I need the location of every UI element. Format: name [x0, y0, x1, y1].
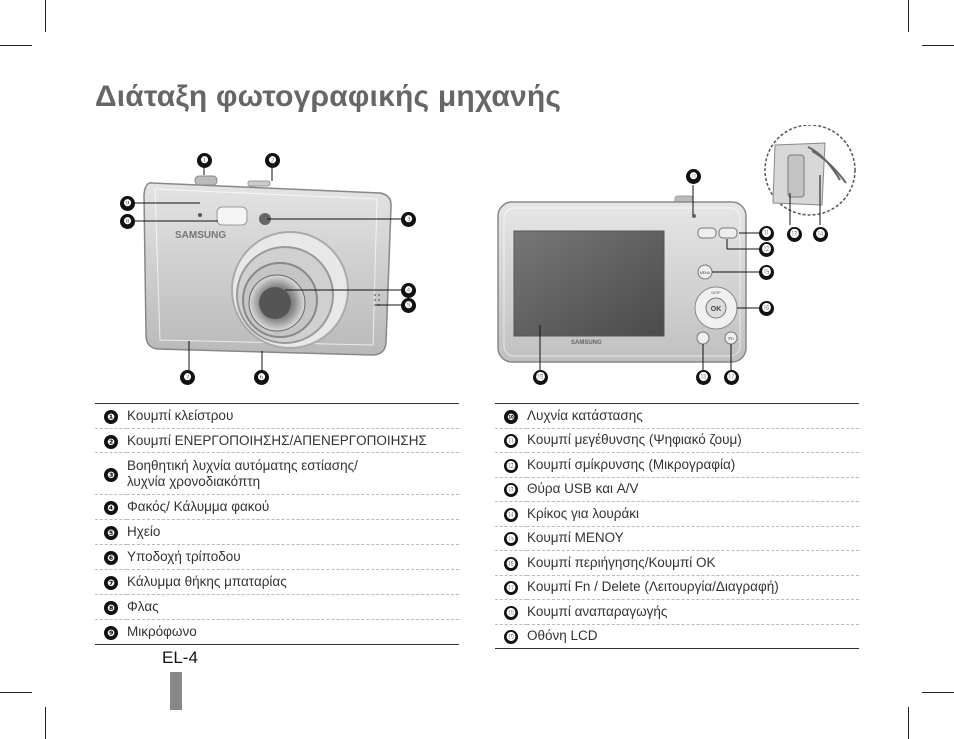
legend-text: Κουμπί κλείστρου	[127, 404, 459, 429]
legend-number: ⓭	[504, 483, 518, 497]
marker-13: ⓭	[787, 227, 802, 242]
legend-row: ⓯ Κουμπί ΜΕΝΟΥ	[495, 526, 859, 551]
legend-number: ⓬	[504, 459, 518, 473]
legend-text: Κουμπί Fn / Delete (Λειτουργία/Διαγραφή)	[527, 575, 859, 600]
marker-9: ❾	[120, 196, 135, 211]
section-tab-bar	[170, 672, 182, 710]
marker-14: ⓮	[813, 227, 828, 242]
legend-number: ⓰	[504, 557, 518, 571]
legend-number: ❺	[104, 526, 118, 540]
marker-5: ❺	[401, 298, 416, 313]
marker-10: ❿	[686, 169, 701, 184]
legend-text: Θύρα USB και A/V	[527, 477, 859, 502]
legend-text: Κουμπί ΜΕΝΟΥ	[527, 526, 859, 551]
page-title: Διάταξη φωτογραφικής μηχανής	[95, 80, 561, 114]
legend-row: ⓳ Οθόνη LCD	[495, 624, 859, 649]
crop-mark	[45, 0, 46, 32]
ok-button-label: OK	[711, 306, 722, 313]
disp-label: DISP	[711, 290, 721, 295]
marker-15: ⓯	[759, 265, 774, 280]
legend-text: Κουμπί ΕΝΕΡΓΟΠΟΙΗΣΗΣ/ΑΠΕΝΕΡΓΟΠΟΙΗΣΗΣ	[127, 429, 459, 453]
crop-mark	[908, 707, 909, 739]
crop-mark	[908, 0, 909, 32]
marker-6: ❻	[254, 370, 269, 385]
camera-back-illustration: SAMSUNG MENU OK DISP Fn	[490, 125, 860, 395]
crop-mark	[0, 692, 32, 693]
marker-16: ⓰	[759, 301, 774, 316]
legend-text: Κουμπί αναπαραγωγής	[527, 600, 859, 625]
legend-text: Κουμπί μεγέθυνσης (Ψηφιακό ζουμ)	[527, 428, 859, 453]
marker-1: ❶	[197, 153, 212, 168]
marker-3: ❸	[401, 212, 416, 227]
marker-17: ⓱	[724, 370, 739, 385]
front-brand-logo: SAMSUNG	[175, 230, 226, 241]
legend-number: ⓱	[504, 581, 518, 595]
legend-text: Μικρόφωνο	[127, 620, 459, 645]
legend-number: ❹	[104, 501, 118, 515]
marker-19: ⓳	[533, 370, 548, 385]
marker-8: ❽	[120, 214, 135, 229]
legend-table-left: ❶ Κουμπί κλείστρου ❷ Κουμπί ΕΝΕΡΓΟΠΟΙΗΣΗΣ/…	[95, 403, 459, 645]
crop-mark	[45, 707, 46, 739]
legend-row: ❸ Βοηθητική λυχνία αυτόματης εστίασης/ λυ…	[95, 453, 459, 495]
legend-row: ❹ Φακός/ Κάλυμμα φακού	[95, 495, 459, 520]
legend-row: ⓭ Θύρα USB και A/V	[495, 477, 859, 502]
legend-text: Υποδοχή τρίποδου	[127, 545, 459, 570]
legend-text: Φλας	[127, 595, 459, 620]
legend-text: Λυχνία κατάστασης	[527, 404, 859, 429]
marker-7: ❼	[180, 370, 195, 385]
crop-mark	[922, 45, 954, 46]
legend-number: ❿	[504, 410, 518, 424]
legend-text: Οθόνη LCD	[527, 624, 859, 649]
legend-number: ❸	[104, 468, 118, 482]
page-number: EL-4	[162, 648, 198, 668]
back-brand-logo: SAMSUNG	[571, 340, 602, 346]
marker-12: ⓬	[759, 242, 774, 257]
marker-4: ❹	[401, 283, 416, 298]
legend-row: ⓬ Κουμπί σμίκρυνσης (Μικρογραφία)	[495, 453, 859, 478]
legend-text: Κρίκος για λουράκι	[527, 502, 859, 527]
legend-number: ❶	[104, 410, 118, 424]
legend-number: ⓮	[504, 508, 518, 522]
legend-row: ❶ Κουμπί κλείστρου	[95, 404, 459, 429]
legend-text: Κάλυμμα θήκης μπαταρίας	[127, 570, 459, 595]
marker-18: ⓲	[696, 370, 711, 385]
legend-row: ⓱ Κουμπί Fn / Delete (Λειτουργία/Διαγραφή…	[495, 575, 859, 600]
legend-number: ⓳	[504, 630, 518, 644]
legend-row: ❾ Μικρόφωνο	[95, 620, 459, 645]
legend-number: ❼	[104, 576, 118, 590]
legend-row: ❽ Φλας	[95, 595, 459, 620]
legend-text: Κουμπί σμίκρυνσης (Μικρογραφία)	[527, 453, 859, 478]
legend-row: ⓫ Κουμπί μεγέθυνσης (Ψηφιακό ζουμ)	[495, 428, 859, 453]
marker-2: ❷	[265, 153, 280, 168]
legend-row: ❼ Κάλυμμα θήκης μπαταρίας	[95, 570, 459, 595]
crop-mark	[922, 692, 954, 693]
legend-number: ❻	[104, 551, 118, 565]
legend-number: ❷	[104, 435, 118, 449]
legend-number: ❾	[104, 626, 118, 640]
legend-text: Βοηθητική λυχνία αυτόματης εστίασης/ λυχ…	[127, 453, 459, 495]
fn-button-label: Fn	[728, 336, 734, 341]
camera-front-illustration: SAMSUNG	[100, 145, 440, 395]
legend-row: ⓲ Κουμπί αναπαραγωγής	[495, 600, 859, 625]
legend-table-right: ❿ Λυχνία κατάστασης ⓫ Κουμπί μεγέθυνσης (Ψ…	[495, 403, 859, 649]
legend-number: ❽	[104, 601, 118, 615]
legend-text: Φακός/ Κάλυμμα φακού	[127, 495, 459, 520]
legend-row: ⓮ Κρίκος για λουράκι	[495, 502, 859, 527]
legend-text: Ηχείο	[127, 520, 459, 545]
legend-number: ⓲	[504, 606, 518, 620]
legend-row: ❷ Κουμπί ΕΝΕΡΓΟΠΟΙΗΣΗΣ/ΑΠΕΝΕΡΓΟΠΟΙΗΣΗΣ	[95, 429, 459, 453]
camera-back-figure: SAMSUNG MENU OK DISP Fn ❿ ⓫ ⓬ ⓭ ⓮ ⓯ ⓰ ⓳ …	[490, 125, 860, 395]
legend-row: ❻ Υποδοχή τρίποδου	[95, 545, 459, 570]
marker-11: ⓫	[759, 226, 774, 241]
legend-text: Κουμπί περιήγησης/Κουμπί OK	[527, 551, 859, 576]
legend-row: ⓰ Κουμπί περιήγησης/Κουμπί OK	[495, 551, 859, 576]
menu-button-label: MENU	[700, 271, 711, 275]
crop-mark	[0, 45, 32, 46]
legend-number: ⓯	[504, 532, 518, 546]
legend-row: ❺ Ηχείο	[95, 520, 459, 545]
legend-number: ⓫	[504, 434, 518, 448]
camera-front-figure: SAMSUNG ❶ ❷ ❾ ❽ ❸ ❹ ❺ ❼ ❻	[100, 145, 440, 395]
legend-row: ❿ Λυχνία κατάστασης	[495, 404, 859, 429]
